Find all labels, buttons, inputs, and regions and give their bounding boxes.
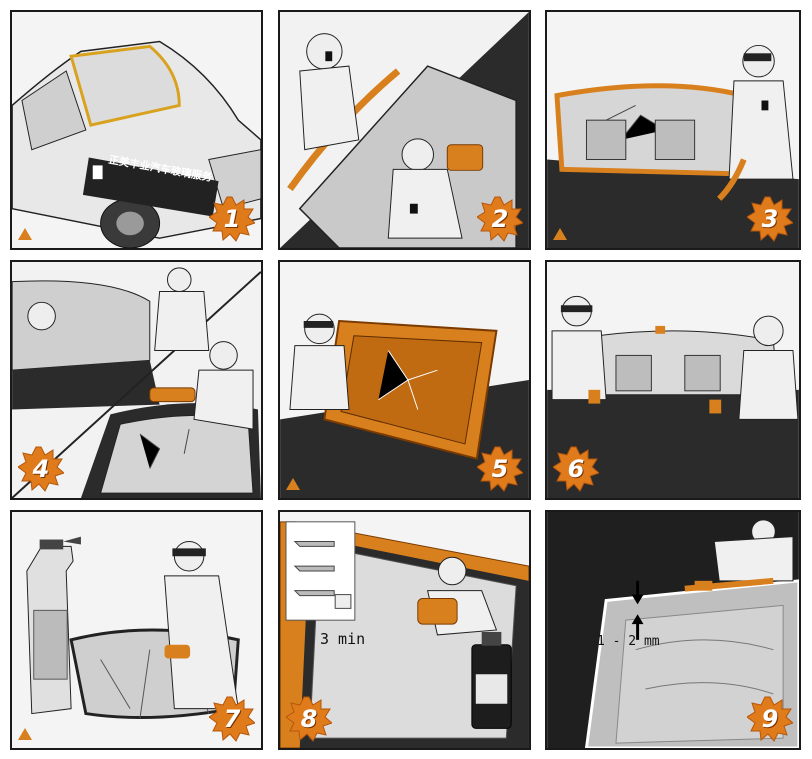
step-7-panel: 7 [10, 510, 263, 750]
step-9-panel: 1 - 2 mm 9 [545, 510, 801, 750]
starburst-badge-icon [208, 196, 256, 242]
step-1-panel: 正美丰业汽车玻璃服务 1 [10, 10, 263, 250]
step-badge: 8 [285, 696, 333, 742]
step-badge: 5 [476, 446, 524, 492]
sika-logo-icon [18, 228, 32, 240]
step-number: 9 [761, 705, 779, 733]
priming-glass-illustration [280, 512, 529, 748]
step-4-panel: 4 [10, 260, 263, 500]
step-5-panel: 5 [278, 260, 531, 500]
sika-logo-icon [286, 478, 300, 490]
starburst-badge-icon [476, 196, 524, 242]
starburst-badge-icon [476, 446, 524, 492]
step-number: 4 [32, 455, 50, 483]
banner-shape [82, 157, 219, 217]
step-badge: 1 [208, 196, 256, 242]
banner-logo [92, 165, 103, 180]
step-number: 6 [567, 455, 585, 483]
step-6-panel: 6 [545, 260, 801, 500]
cleaning-glass-illustration [12, 512, 261, 748]
trimming-urethane-illustration [547, 262, 799, 498]
step-badge: 6 [552, 446, 600, 492]
step-number: 8 [300, 705, 318, 733]
step-number: 5 [491, 455, 509, 483]
starburst-badge-icon [285, 696, 333, 742]
starburst-badge-icon [17, 446, 65, 492]
gap-measurement-label: 1 - 2 mm [597, 634, 660, 649]
sika-logo-icon [18, 728, 32, 740]
step-number: 2 [491, 205, 509, 233]
cure-time-label: 3 min [320, 630, 366, 648]
removing-trim-illustration [547, 12, 799, 248]
step-number: 1 [223, 205, 241, 233]
step-badge: 4 [17, 446, 65, 492]
step-8-panel: 3 min 8 [278, 510, 531, 750]
starburst-badge-icon [208, 696, 256, 742]
starburst-badge-icon [746, 196, 794, 242]
sika-logo-icon [553, 228, 567, 240]
removing-old-glass-illustration [280, 262, 529, 498]
starburst-badge-icon [746, 696, 794, 742]
step-badge: 9 [746, 696, 794, 742]
step-badge: 3 [746, 196, 794, 242]
step-number: 7 [223, 705, 241, 733]
step-number: 3 [761, 205, 779, 233]
step-badge: 7 [208, 696, 256, 742]
step-2-panel: 2 [278, 10, 531, 250]
starburst-badge-icon [552, 446, 600, 492]
step-badge: 2 [476, 196, 524, 242]
car-illustration [12, 12, 261, 248]
step-3-panel: 3 [545, 10, 801, 250]
